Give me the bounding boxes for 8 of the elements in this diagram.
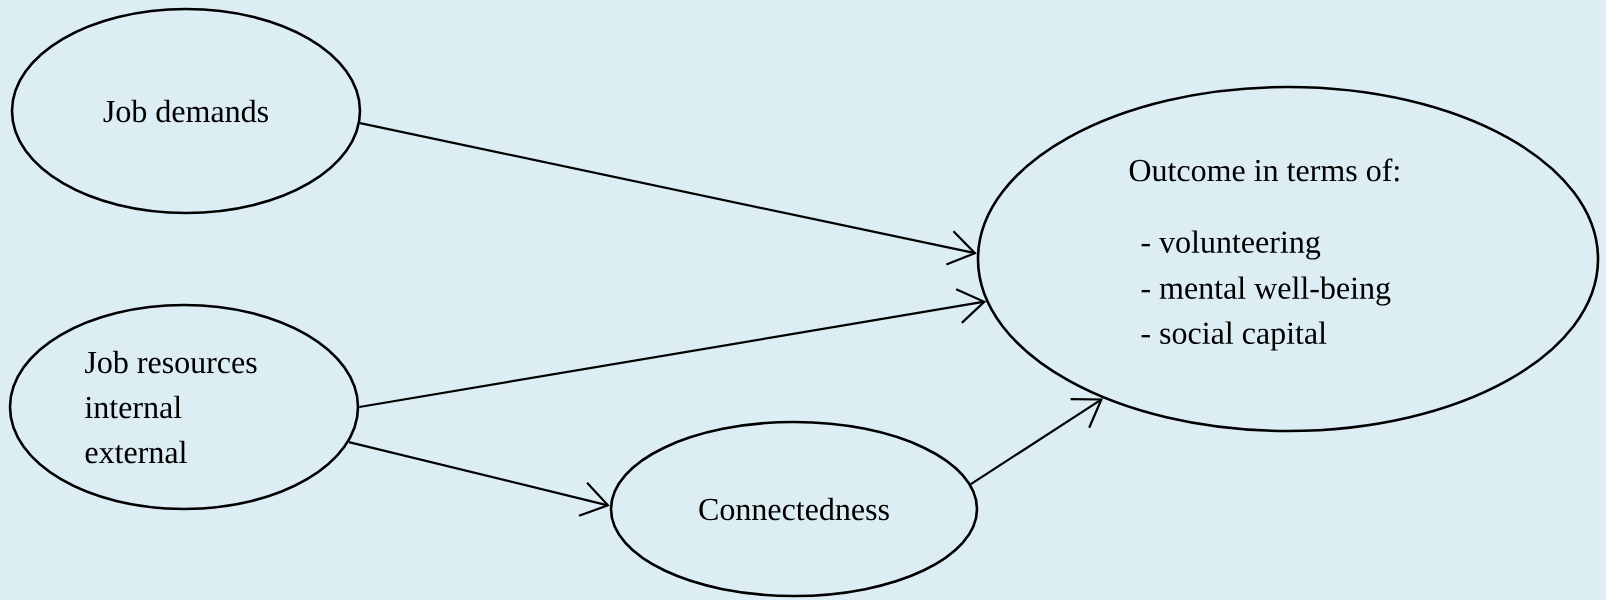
ellipse-node: Job demands	[10, 7, 362, 215]
arrow	[359, 122, 977, 266]
ellipse-node: Job resources internal external	[8, 303, 360, 511]
arrow	[348, 441, 610, 517]
arrow	[359, 288, 987, 409]
ellipse-node: Connectedness	[609, 420, 979, 598]
ellipse-node: Outcome in terms of: - volunteering - mental well-being - social capital	[976, 85, 1600, 433]
arrow	[970, 398, 1104, 486]
